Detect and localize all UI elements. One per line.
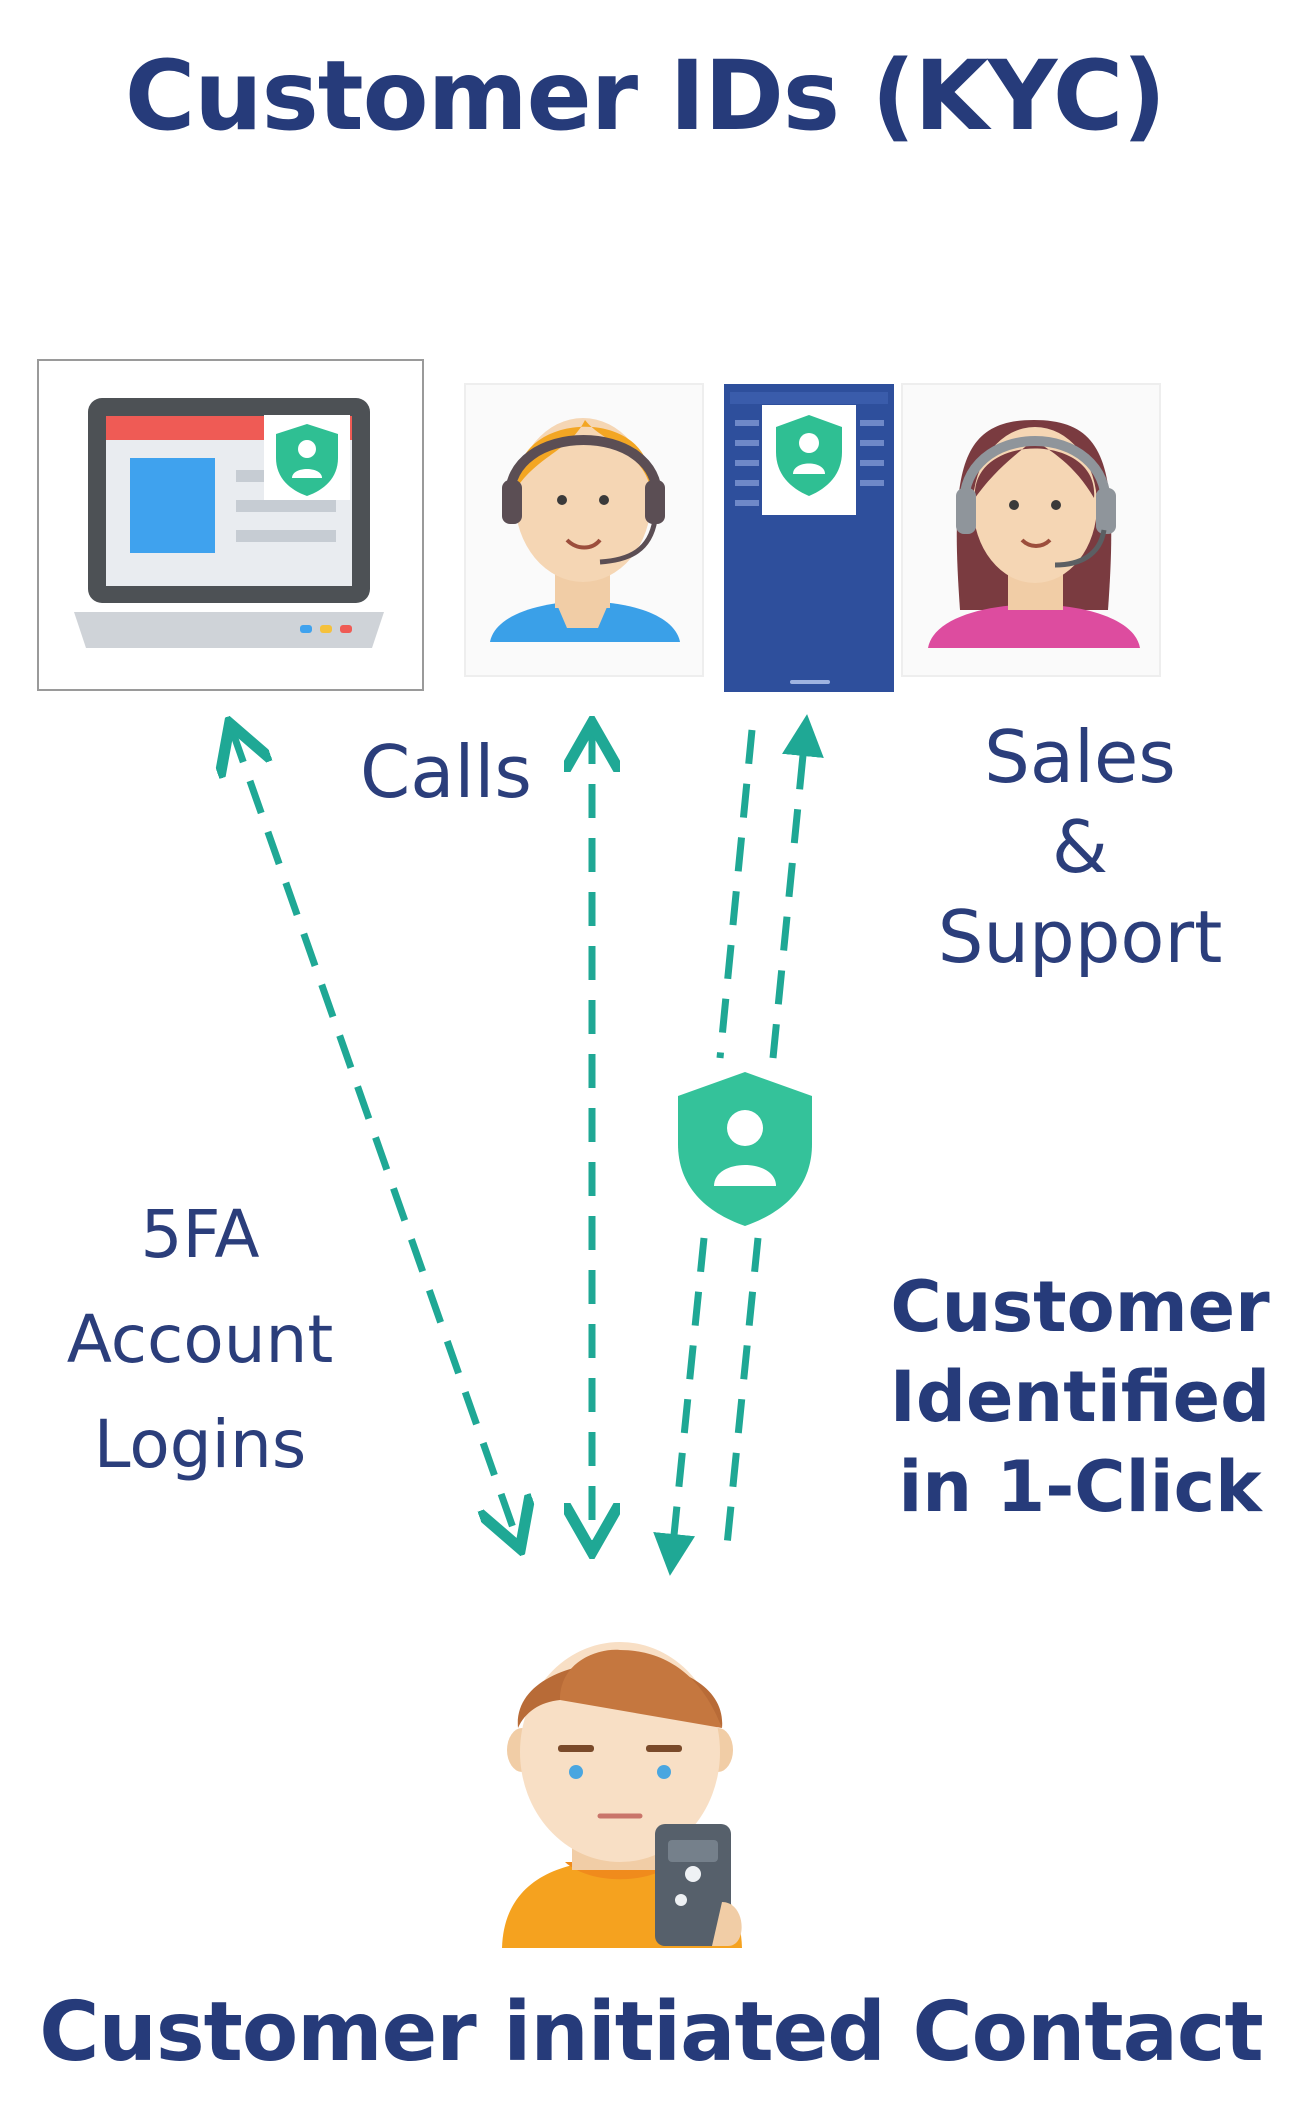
calls-label: Calls [360,730,532,814]
logins-line: 5FA [140,1196,260,1273]
logins-label: 5FA Account Logins [30,1182,370,1497]
identified-line: Customer [890,1266,1270,1348]
shield-user-icon [678,1072,812,1226]
sales-support-line: & [1051,805,1109,889]
app-link-upper-left [716,729,756,1059]
app-link-lower-right [722,1237,762,1556]
logins-line: Account [66,1301,334,1378]
customer-with-phone-icon [502,1642,742,1948]
app-up-arrow [769,714,824,1059]
login-arrow [232,730,518,1542]
customer-identified-label: Customer Identified in 1-Click [870,1262,1290,1532]
diagram-title: Customer IDs (KYC) [124,40,1166,152]
sales-support-label: Sales & Support [900,712,1260,982]
laptop-shield-icon [37,359,424,691]
male-agent-icon [464,383,704,677]
sales-support-line: Sales [984,715,1176,799]
app-down-arrow [653,1237,708,1576]
mobile-app-shield-icon [724,384,894,692]
footer-title: Customer initiated Contact [39,1985,1263,2080]
sales-support-line: Support [937,895,1223,979]
female-agent-icon [901,383,1161,677]
identified-line: in 1-Click [898,1446,1262,1528]
logins-line: Logins [93,1406,307,1483]
identified-line: Identified [889,1356,1271,1438]
